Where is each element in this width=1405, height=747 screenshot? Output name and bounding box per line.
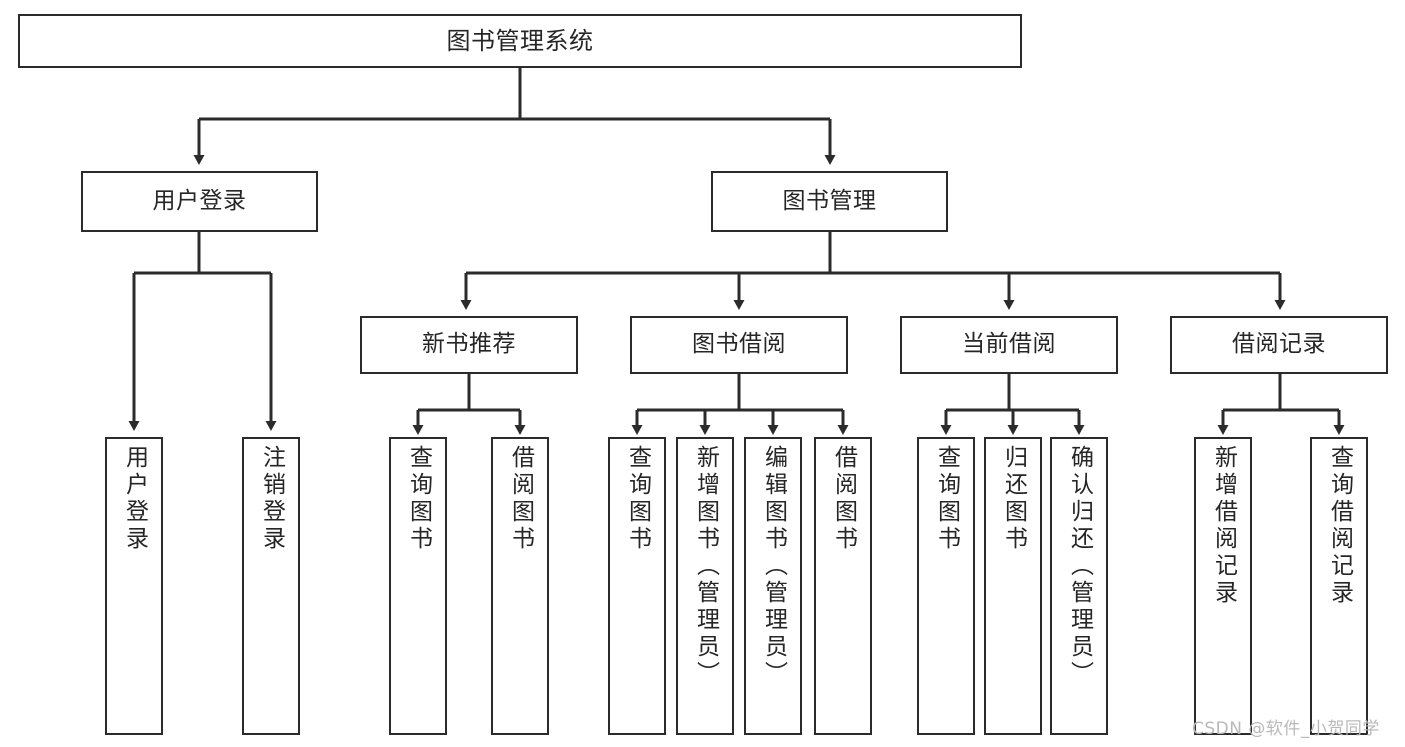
node-leaf-query-book-current[interactable]: 查询图书 (917, 437, 975, 735)
node-label: 注销登录 (258, 445, 285, 553)
node-leaf-query-book-recommend[interactable]: 查询图书 (389, 437, 447, 735)
node-label: 归还图书 (1000, 445, 1027, 553)
node-label: 借阅图书 (830, 445, 857, 553)
node-label: 查询图书 (405, 445, 432, 553)
node-leaf-confirm-return[interactable]: 确认归还（管理员） (1050, 437, 1108, 735)
node-leaf-logout[interactable]: 注销登录 (242, 437, 300, 735)
node-label: 当前借阅 (962, 331, 1056, 358)
node-leaf-add-book[interactable]: 新增图书（管理员） (676, 437, 734, 735)
node-root-book-management-system[interactable]: 图书管理系统 (18, 14, 1022, 68)
node-label: 新书推荐 (422, 331, 516, 358)
node-label: 借阅图书 (507, 445, 534, 553)
node-label: 借阅记录 (1232, 331, 1326, 358)
node-user-login[interactable]: 用户登录 (81, 171, 318, 232)
node-label: 确认归还（管理员） (1066, 445, 1093, 688)
node-book-management[interactable]: 图书管理 (711, 171, 948, 232)
watermark: CSDN @软件_小贺同学 (1192, 719, 1380, 739)
node-leaf-query-borrow-record[interactable]: 查询借阅记录 (1310, 437, 1368, 735)
node-label: 编辑图书（管理员） (760, 445, 787, 688)
node-leaf-borrow-book-recommend[interactable]: 借阅图书 (491, 437, 549, 735)
node-label: 查询图书 (933, 445, 960, 553)
node-leaf-return-book[interactable]: 归还图书 (984, 437, 1042, 735)
node-current-borrow[interactable]: 当前借阅 (900, 316, 1118, 374)
node-label: 查询借阅记录 (1326, 445, 1353, 607)
node-leaf-add-borrow-record[interactable]: 新增借阅记录 (1194, 437, 1252, 735)
node-label: 用户登录 (152, 187, 247, 214)
node-label: 用户登录 (121, 445, 148, 553)
node-leaf-user-login[interactable]: 用户登录 (105, 437, 163, 735)
node-leaf-query-book-borrow[interactable]: 查询图书 (608, 437, 666, 735)
node-label: 查询图书 (624, 445, 651, 553)
node-new-book-recommend[interactable]: 新书推荐 (360, 316, 578, 374)
node-leaf-borrow-book[interactable]: 借阅图书 (814, 437, 872, 735)
node-label: 图书管理 (782, 187, 877, 214)
node-label: 新增图书（管理员） (692, 445, 719, 688)
node-borrow-record[interactable]: 借阅记录 (1170, 316, 1388, 374)
node-label: 新增借阅记录 (1210, 445, 1237, 607)
node-leaf-edit-book[interactable]: 编辑图书（管理员） (744, 437, 802, 735)
node-label: 图书管理系统 (446, 26, 594, 55)
node-book-borrow[interactable]: 图书借阅 (630, 316, 848, 374)
node-label: 图书借阅 (692, 331, 786, 358)
